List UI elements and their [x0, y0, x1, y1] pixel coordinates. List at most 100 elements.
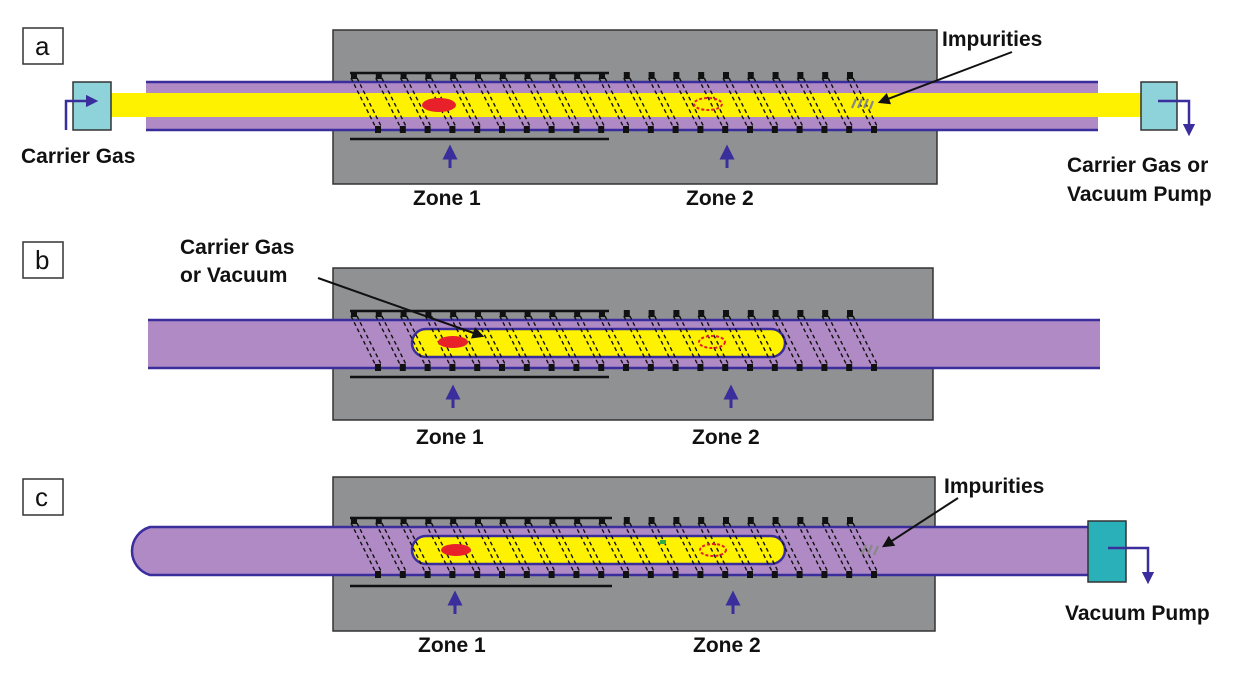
- coil-contact-top: [351, 517, 357, 524]
- coil-contact-top: [673, 72, 680, 79]
- coil-winding: [678, 522, 705, 572]
- coil-winding: [796, 522, 823, 572]
- coil-winding: [499, 522, 525, 572]
- coil-winding: [573, 522, 599, 572]
- coil-winding: [722, 315, 748, 365]
- coil-winding: [777, 77, 804, 127]
- seal-mark: [660, 540, 666, 544]
- coil-winding: [852, 522, 878, 572]
- coil-winding: [350, 522, 376, 572]
- coil-winding: [375, 522, 401, 572]
- coil-contact-top: [723, 310, 729, 317]
- coil-winding: [777, 522, 804, 572]
- coil-contact-bottom: [399, 364, 406, 371]
- coil-winding: [852, 315, 878, 365]
- coil-winding: [728, 315, 754, 365]
- coil-contact-top: [673, 517, 680, 524]
- coil-winding: [579, 522, 605, 572]
- coil-winding: [474, 77, 500, 127]
- coil-winding: [604, 77, 630, 127]
- source-material: [422, 98, 456, 112]
- coil-contact-bottom: [697, 364, 704, 371]
- inner-label-line2: or Vacuum: [180, 264, 287, 287]
- heater-coils: [350, 517, 878, 578]
- zone2-label: Zone 2: [693, 634, 761, 657]
- sealed-ampoule: [410, 534, 787, 566]
- coil-winding: [554, 522, 581, 572]
- coil-winding: [554, 315, 581, 365]
- coil-contact-bottom: [871, 364, 877, 371]
- coil-contact-top: [673, 310, 680, 317]
- coil-winding: [722, 77, 748, 127]
- coil-contact-top: [698, 517, 705, 524]
- panel-a: a Impurities Zone 1 Zone 2 Carrier Gas: [21, 27, 1212, 210]
- coil-contact-top: [351, 72, 357, 79]
- coil-contact-bottom: [424, 126, 431, 133]
- coil-contact-top: [549, 72, 556, 79]
- outlet-port: [1087, 520, 1127, 583]
- inlet-label: Carrier Gas: [21, 145, 135, 168]
- coil-contact-bottom: [623, 126, 629, 133]
- coil-contact-bottom: [796, 126, 803, 133]
- coil-contact-top: [648, 517, 655, 524]
- zone1-label: Zone 1: [416, 426, 484, 449]
- coil-winding: [728, 522, 754, 572]
- coil-contact-top: [574, 517, 581, 524]
- coil-winding: [548, 522, 575, 572]
- coil-contact-top: [623, 517, 630, 524]
- coil-winding: [703, 77, 729, 127]
- coil-contact-bottom: [747, 571, 753, 578]
- coil-winding: [827, 315, 853, 365]
- coil-contact-top: [450, 517, 457, 524]
- coil-winding: [827, 77, 853, 127]
- coil-contact-bottom: [672, 571, 679, 578]
- coil-contact-bottom: [474, 364, 481, 371]
- coil-contact-bottom: [375, 364, 381, 371]
- coil-contact-bottom: [573, 364, 580, 371]
- sealed-ampoule: [410, 327, 787, 359]
- outlet-label-line2: Vacuum Pump: [1067, 183, 1212, 206]
- coil-winding: [430, 77, 457, 127]
- coil-winding: [579, 77, 605, 127]
- coil-contact-top: [574, 310, 581, 317]
- coil-contact-bottom: [623, 571, 629, 578]
- coil-winding: [523, 315, 550, 365]
- coil-winding: [747, 315, 773, 365]
- coil-contact-top: [847, 72, 853, 79]
- coil-contact-bottom: [548, 571, 555, 578]
- coil-winding: [604, 522, 630, 572]
- deposited-crystal: [693, 97, 723, 111]
- coil-winding: [598, 77, 624, 127]
- coil-winding: [697, 77, 723, 127]
- coil-contact-bottom: [573, 126, 580, 133]
- coil-winding: [430, 315, 457, 365]
- coil-winding: [381, 315, 407, 365]
- coil-contact-bottom: [747, 126, 753, 133]
- coil-winding: [802, 522, 829, 572]
- coil-winding: [505, 522, 531, 572]
- coil-contact-bottom: [523, 364, 530, 371]
- coil-contact-top: [499, 517, 506, 524]
- coil-contact-bottom: [523, 126, 530, 133]
- coil-contact-top: [524, 517, 531, 524]
- coil-contact-top: [351, 310, 357, 317]
- panel-c: c Impurities Zone 1 Zone 2 Vacuum Pump: [22, 475, 1210, 657]
- deposited-crystal: [699, 543, 727, 557]
- coil-contact-bottom: [499, 126, 505, 133]
- coil-winding: [827, 522, 853, 572]
- coil-contact-bottom: [375, 571, 381, 578]
- coil-contact-bottom: [697, 126, 704, 133]
- coil-contact-top: [475, 72, 481, 79]
- coil-winding: [573, 315, 599, 365]
- panel-letter-box: [22, 27, 64, 65]
- coil-winding: [753, 315, 779, 365]
- coil-contact-bottom: [771, 126, 778, 133]
- coil-winding: [821, 77, 847, 127]
- coil-winding: [672, 77, 699, 127]
- coil-winding: [505, 315, 531, 365]
- coil-winding: [747, 77, 773, 127]
- coil-winding: [554, 77, 581, 127]
- impurities-pointer: [881, 497, 959, 548]
- coil-contact-bottom: [399, 571, 406, 578]
- coil-winding: [381, 77, 407, 127]
